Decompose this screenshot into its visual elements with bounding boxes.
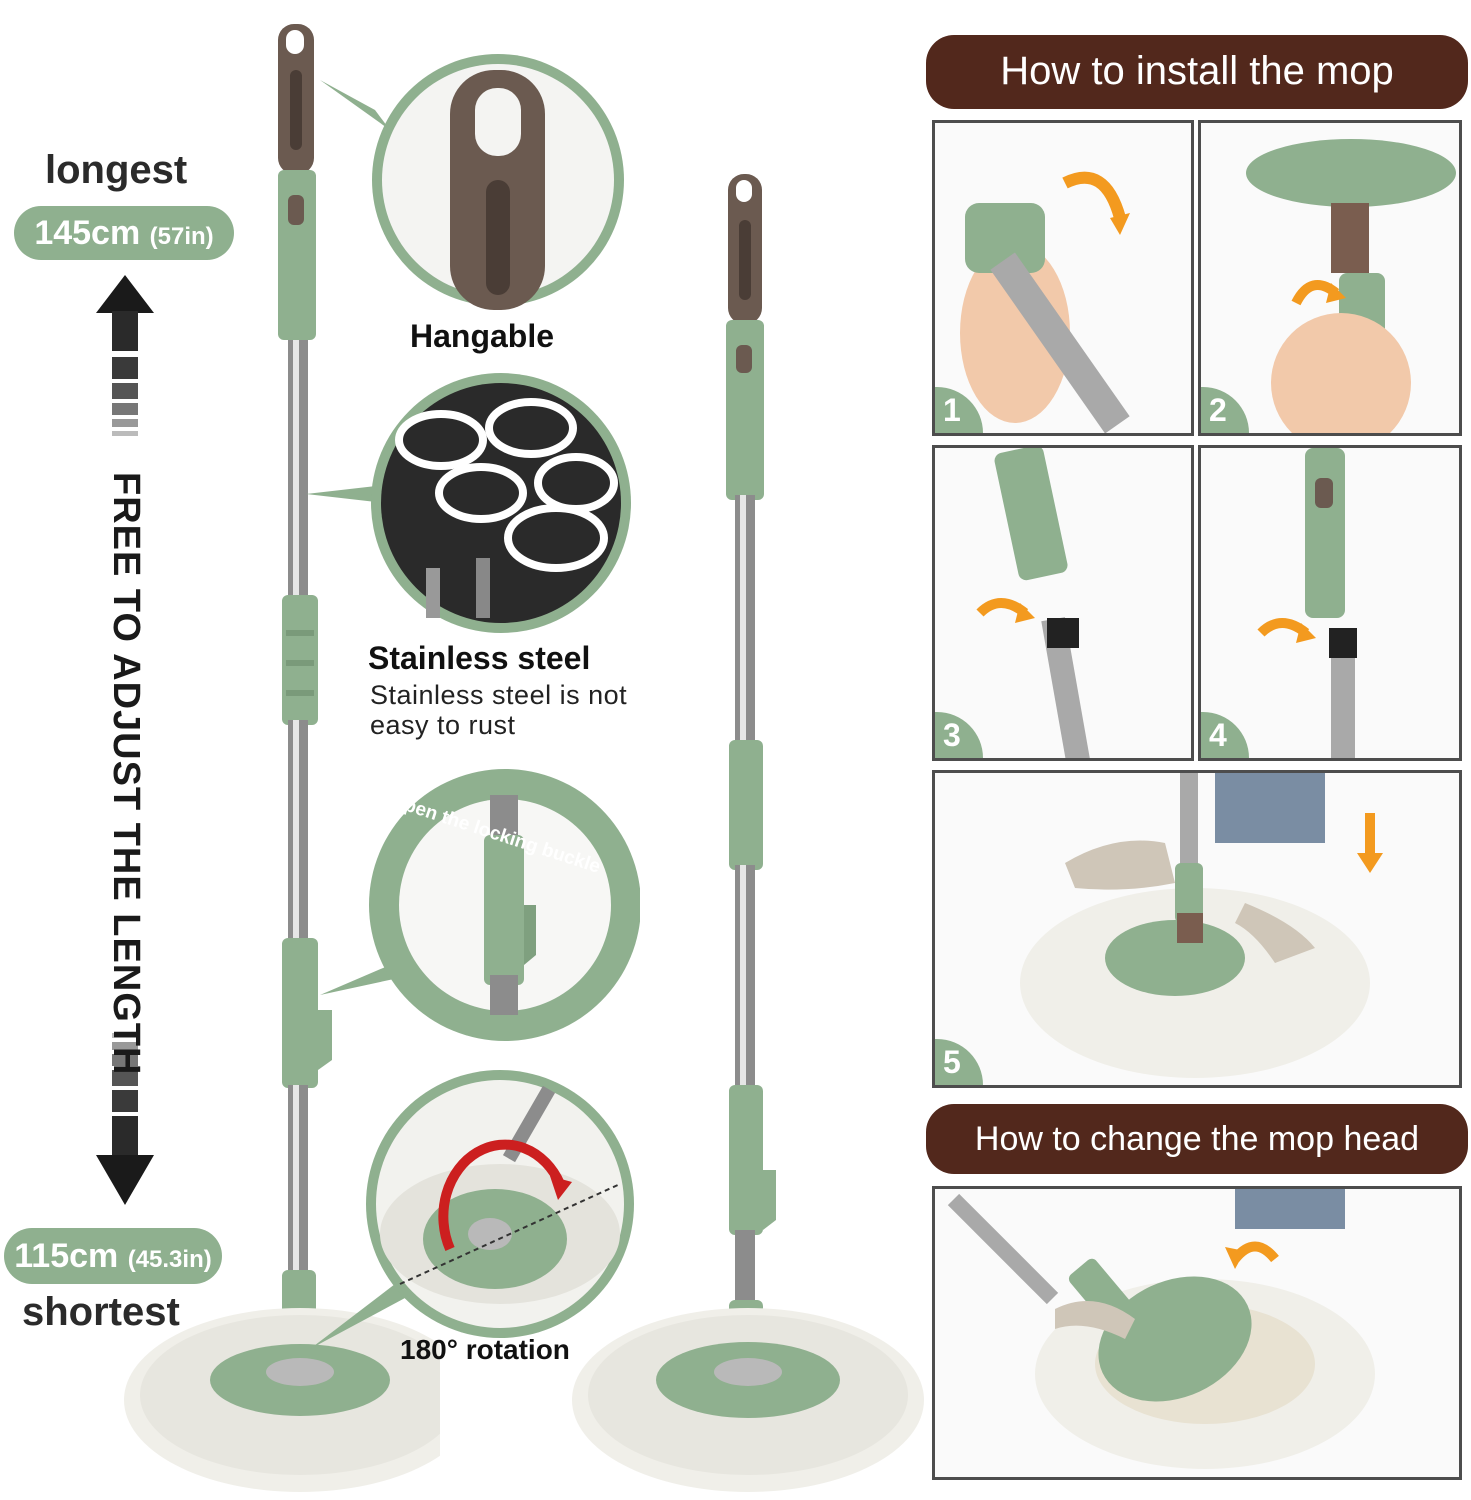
short-mop-image [572, 174, 924, 1492]
step-5-number: 5 [935, 1039, 983, 1085]
locking-buckle-callout-circle [320, 769, 640, 1041]
stainless-steel-desc-2: easy to rust [370, 710, 516, 740]
install-step-3-panel: 3 [932, 445, 1194, 761]
longest-label: longest [45, 148, 188, 192]
longest-unit: (57in) [149, 223, 214, 250]
hangable-callout-circle [320, 54, 624, 310]
shortest-value-badge: 115cm (45.3in) [4, 1228, 222, 1284]
change-title-banner: How to change the mop head [926, 1104, 1468, 1174]
step-1-illustration [960, 171, 1130, 433]
rotation-callout-circle [310, 1070, 634, 1349]
install-step-2-panel: 2 [1198, 120, 1462, 436]
install-title: How to install the mop [1000, 49, 1394, 93]
install-title-banner: How to install the mop [926, 35, 1468, 109]
install-step-5-panel: 5 [932, 770, 1462, 1088]
step-2-illustration [1246, 139, 1456, 433]
stainless-steel-title: Stainless steel [368, 640, 591, 676]
shortest-value: 115cm [14, 1237, 119, 1275]
stainless-steel-callout-circle [306, 373, 631, 633]
step-3-illustration [976, 448, 1093, 758]
longest-value-badge: 145cm (57in) [14, 206, 234, 260]
step-5-illustration [1020, 773, 1383, 1078]
step-4-illustration [1257, 448, 1357, 758]
install-step-4-panel: 4 [1198, 445, 1462, 761]
longest-value: 145cm [34, 214, 141, 252]
change-mop-head-illustration [947, 1189, 1375, 1469]
adjust-length-text: FREE TO ADJUST THE LENGTH [105, 472, 147, 1076]
change-mop-head-panel [932, 1186, 1462, 1480]
shortest-unit: (45.3in) [127, 1246, 212, 1273]
length-arrow-icon [96, 275, 154, 1205]
long-mop-image [124, 24, 440, 1492]
install-step-1-panel: 1 [932, 120, 1194, 436]
stainless-steel-desc-1: Stainless steel is not [370, 680, 628, 710]
hangable-label: Hangable [410, 318, 555, 354]
rotation-label: 180° rotation [400, 1334, 570, 1365]
shortest-label: shortest [22, 1290, 180, 1334]
change-title: How to change the mop head [974, 1120, 1420, 1158]
